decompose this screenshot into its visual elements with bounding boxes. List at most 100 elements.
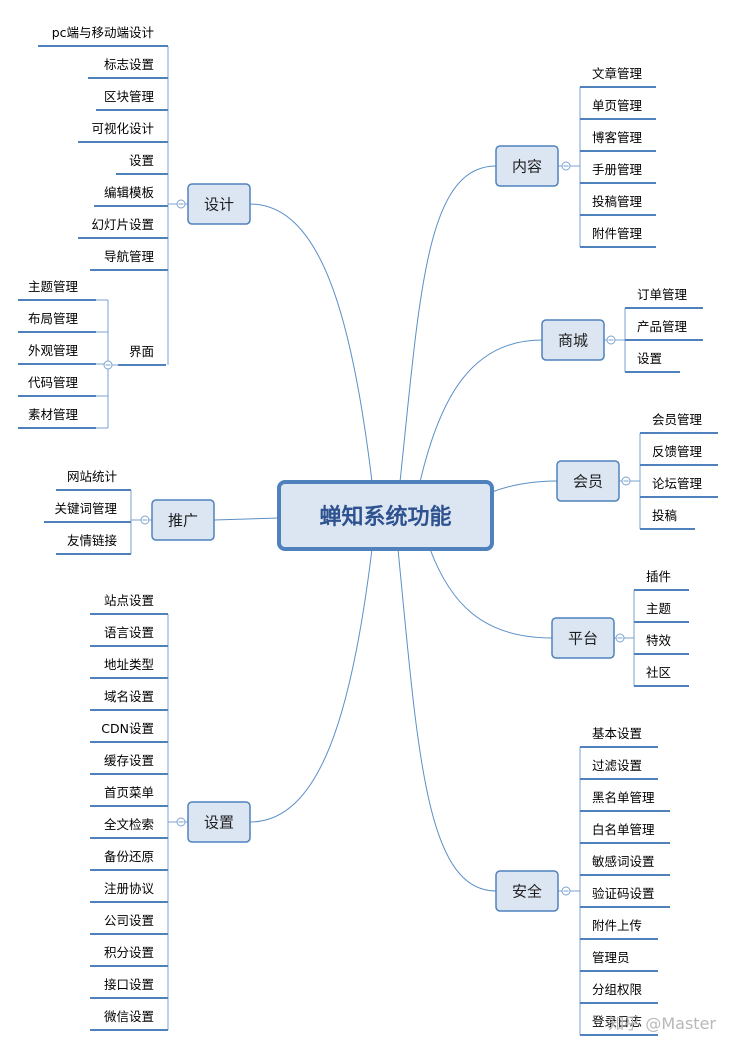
branch-content-leaf-2[interactable]: 博客管理 <box>580 130 656 152</box>
branch-content-label: 内容 <box>512 158 542 176</box>
branch-member[interactable]: 会员 <box>556 460 620 502</box>
branch-design-leaf-1[interactable]: 标志设置 <box>88 57 168 79</box>
branch-member-leaf-2[interactable]: 论坛管理 <box>640 476 718 498</box>
branch-design-leaf-0-label: pc端与移动端设计 <box>52 25 154 40</box>
branch-security-leaf-0[interactable]: 基本设置 <box>580 726 658 748</box>
branch-settings-leaf-11-label: 积分设置 <box>104 945 154 960</box>
branch-settings-leaf-0-label: 站点设置 <box>104 593 154 608</box>
branch-design-leaf-0[interactable]: pc端与移动端设计 <box>38 25 168 47</box>
branch-security[interactable]: 安全 <box>495 870 559 912</box>
branch-platform-leaf-1-label: 主题 <box>646 601 672 616</box>
branch-platform[interactable]: 平台 <box>551 617 615 659</box>
branch-promotion-label: 推广 <box>168 512 198 530</box>
branch-security-leaf-2[interactable]: 黑名单管理 <box>580 790 670 812</box>
branch-mall[interactable]: 商城 <box>541 319 605 361</box>
branch-settings-leaf-9[interactable]: 注册协议 <box>90 881 168 903</box>
branch-security-leaf-3-label: 白名单管理 <box>592 822 655 837</box>
branch-content-leaf-4[interactable]: 投稿管理 <box>580 194 656 216</box>
root-node-box[interactable] <box>277 480 494 551</box>
branch-security-leaf-9[interactable]: 登录日志 <box>580 1014 658 1036</box>
branch-security-box <box>495 870 559 912</box>
branch-mall-leaf-2[interactable]: 设置 <box>625 351 680 373</box>
branch-security-leaf-1-label: 过滤设置 <box>592 758 642 773</box>
branch-security-leaf-6-label: 附件上传 <box>592 918 642 933</box>
branch-design-leaf-3[interactable]: 可视化设计 <box>78 121 168 143</box>
branch-security-leaf-7[interactable]: 管理员 <box>580 950 658 972</box>
branch-security-leaf-8[interactable]: 分组权限 <box>580 982 658 1004</box>
branch-security-label: 安全 <box>512 883 542 901</box>
branch-security-connector <box>397 548 497 892</box>
branch-design[interactable]: 设计 <box>187 183 251 225</box>
branch-settings-leaf-5[interactable]: 缓存设置 <box>90 753 168 775</box>
branch-design-leaf-8-sub-2[interactable]: 外观管理 <box>18 343 96 365</box>
branch-mall-leaf-0-label: 订单管理 <box>637 287 688 302</box>
branch-content-leaf-2-label: 博客管理 <box>592 130 643 145</box>
branch-mall-label: 商城 <box>558 332 588 350</box>
branch-member-label: 会员 <box>573 473 603 491</box>
branch-settings-leaf-12[interactable]: 接口设置 <box>90 977 168 999</box>
branch-design-box <box>187 183 251 225</box>
branch-design-leaf-8-sub-3-label: 代码管理 <box>28 375 79 390</box>
branch-design-leaf-7-label: 导航管理 <box>104 249 155 264</box>
branch-promotion-box <box>151 499 215 541</box>
branch-design-leaf-8-sub-1[interactable]: 布局管理 <box>18 311 96 333</box>
branch-security-leaf-4[interactable]: 敏感词设置 <box>580 854 670 876</box>
branch-settings-leaf-6[interactable]: 首页菜单 <box>90 785 168 807</box>
branch-security-leaf-0-label: 基本设置 <box>592 726 642 741</box>
branch-platform-leaf-0[interactable]: 插件 <box>634 569 689 591</box>
branch-member-leaf-1[interactable]: 反馈管理 <box>640 444 718 466</box>
branch-platform-leaf-1[interactable]: 主题 <box>634 601 689 623</box>
branch-design-leaf-5[interactable]: 编辑模板 <box>94 185 168 207</box>
branch-content-leaf-0[interactable]: 文章管理 <box>580 66 656 88</box>
branch-promotion-leaf-1[interactable]: 关键词管理 <box>44 501 131 523</box>
branch-mall-leaf-0[interactable]: 订单管理 <box>625 287 703 309</box>
branch-settings-leaf-7[interactable]: 全文检索 <box>90 817 168 839</box>
branch-settings-leaf-5-label: 缓存设置 <box>104 753 154 768</box>
branch-design-connector <box>249 203 373 483</box>
branch-promotion-leaf-2[interactable]: 友情链接 <box>56 533 131 555</box>
branch-mall-connector <box>419 339 543 483</box>
branch-design-leaf-8[interactable]: 界面 <box>118 344 166 366</box>
root-layer: 蝉知系统功能 <box>277 480 494 551</box>
branch-security-leaf-9-label: 登录日志 <box>592 1014 642 1029</box>
branch-content-leaf-5[interactable]: 附件管理 <box>580 226 656 248</box>
branch-mall-box <box>541 319 605 361</box>
branch-settings-leaf-0[interactable]: 站点设置 <box>90 593 168 615</box>
branch-design-leaf-8-sub-0[interactable]: 主题管理 <box>18 279 96 301</box>
branch-promotion[interactable]: 推广 <box>151 499 215 541</box>
branch-design-leaf-5-label: 编辑模板 <box>104 185 155 200</box>
branch-settings-leaf-7-label: 全文检索 <box>104 817 154 832</box>
branch-security-leaf-5[interactable]: 验证码设置 <box>580 886 670 908</box>
branch-settings-leaf-11[interactable]: 积分设置 <box>90 945 168 967</box>
branch-settings-leaf-4[interactable]: CDN设置 <box>90 721 168 743</box>
branch-design-leaf-2[interactable]: 区块管理 <box>96 89 168 111</box>
branch-content-leaf-3[interactable]: 手册管理 <box>580 162 656 184</box>
branch-promotion-leaf-0[interactable]: 网站统计 <box>56 469 131 491</box>
branch-settings[interactable]: 设置 <box>187 801 251 843</box>
branch-content[interactable]: 内容 <box>495 145 559 187</box>
branch-security-leaf-8-label: 分组权限 <box>592 982 643 997</box>
branch-design-leaf-7[interactable]: 导航管理 <box>90 249 168 271</box>
branch-platform-leaf-3[interactable]: 社区 <box>634 665 689 687</box>
branch-design-leaf-4[interactable]: 设置 <box>116 153 168 175</box>
branch-design-leaf-6[interactable]: 幻灯片设置 <box>78 217 168 239</box>
branch-content-leaf-1[interactable]: 单页管理 <box>580 98 656 120</box>
branch-design-leaf-8-sub-4[interactable]: 素材管理 <box>18 407 96 429</box>
branch-content-leaf-3-label: 手册管理 <box>592 162 643 177</box>
branch-security-leaf-1[interactable]: 过滤设置 <box>580 758 658 780</box>
branch-promotion-leaf-2-label: 友情链接 <box>67 533 118 548</box>
branch-settings-leaf-10[interactable]: 公司设置 <box>90 913 168 935</box>
branch-security-leaf-3[interactable]: 白名单管理 <box>580 822 670 844</box>
branch-member-leaf-3[interactable]: 投稿 <box>640 508 695 530</box>
branch-mall-leaf-1[interactable]: 产品管理 <box>625 319 703 341</box>
branch-settings-leaf-3[interactable]: 域名设置 <box>90 689 168 711</box>
branch-design-leaf-4-label: 设置 <box>129 153 154 168</box>
branch-member-leaf-0[interactable]: 会员管理 <box>640 412 718 434</box>
branch-design-leaf-8-sub-3[interactable]: 代码管理 <box>18 375 96 397</box>
branch-settings-leaf-1[interactable]: 语言设置 <box>90 625 168 647</box>
branch-platform-leaf-2[interactable]: 特效 <box>634 633 689 655</box>
branch-settings-leaf-2[interactable]: 地址类型 <box>90 657 168 679</box>
branch-settings-leaf-13[interactable]: 微信设置 <box>90 1009 168 1031</box>
branch-security-leaf-6[interactable]: 附件上传 <box>580 918 658 940</box>
branch-settings-leaf-8[interactable]: 备份还原 <box>90 849 168 871</box>
